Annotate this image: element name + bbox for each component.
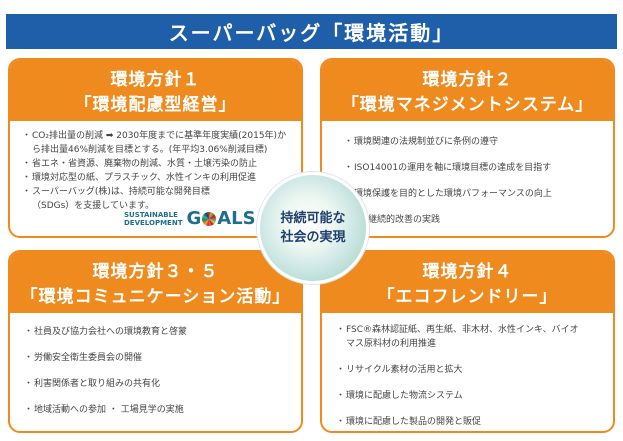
policy-card-header: 環境方針１ 「環境配慮型経営」	[10, 60, 301, 121]
policy-item: 継続的改善の実践	[346, 213, 599, 227]
policy-item: CO₂排出量の削減 ➡ 2030年度までに基準年度実績(2015年)から排出量4…	[22, 129, 287, 157]
policy-card-2: 環境方針２ 「環境マネジメントシステム」 環境関連の法規制並びに条例の遵守 IS…	[320, 58, 615, 238]
policy-name: 「エコフレンドリー」	[377, 287, 558, 307]
policy-item: 社員及び協力会社への環境教育と啓蒙	[24, 325, 287, 339]
policy-item: ISO14001の運用を軸に環境目標の達成を目指す	[344, 161, 599, 175]
policy-item: 労働安全衛生委員会の開催	[24, 351, 287, 365]
policy-body: CO₂排出量の削減 ➡ 2030年度までに基準年度実績(2015年)から排出量4…	[10, 121, 301, 229]
sdgs-logo-line1: SUSTAINABLE	[124, 211, 178, 219]
policy-card-header: 環境方針４ 「エコフレンドリー」	[322, 252, 613, 313]
policy-body: 社員及び協力会社への環境教育と啓蒙 労働安全衛生委員会の開催 利害関係者と取り組…	[10, 313, 301, 417]
sdgs-goals-wordmark: G ALS	[186, 208, 256, 229]
circle-text-line1: 持続可能な	[280, 211, 346, 226]
policy-item: 環境対応型の紙、プラスチック、水性インキの利用促進	[22, 171, 287, 185]
sdgs-wheel-icon	[202, 212, 217, 226]
sustainable-society-circle: 持続可能な 社会の実現	[257, 172, 369, 284]
policy-number: 環境方針２	[422, 70, 513, 90]
policy-name: 「環境マネジメントシステム」	[341, 95, 594, 115]
policy-item: FSC®森林認証紙、再生紙、非木材、水性インキ、バイオマス原料材の利用推進	[336, 323, 599, 351]
policy-item: 省エネ・省資源、廃棄物の削減、水質・土壌汚染の防止	[22, 157, 287, 171]
policy-number: 環境方針１	[110, 70, 201, 90]
policy-item-list: 環境関連の法規制並びに条例の遵守 ISO14001の運用を軸に環境目標の達成を目…	[344, 135, 599, 227]
policy-card-1: 環境方針１ 「環境配慮型経営」 CO₂排出量の削減 ➡ 2030年度までに基準年…	[8, 58, 303, 238]
policy-name: 「環境コミュニケーション活動」	[20, 287, 291, 307]
policy-item: 環境に配慮した物流システム	[336, 389, 599, 403]
policy-number: 環境方針４	[422, 262, 513, 282]
sdgs-logo: SUSTAINABLE DEVELOPMENT G ALS	[124, 208, 287, 229]
policy-card-4: 環境方針４ 「エコフレンドリー」 FSC®森林認証紙、再生紙、非木材、水性インキ…	[320, 250, 615, 433]
policy-item-list: CO₂排出量の削減 ➡ 2030年度までに基準年度実績(2015年)から排出量4…	[22, 129, 287, 213]
policy-item: リサイクル素材の活用と拡大	[336, 363, 599, 377]
policy-card-header: 環境方針２ 「環境マネジメントシステム」	[322, 60, 613, 121]
policy-body: FSC®森林認証紙、再生紙、非木材、水性インキ、バイオマス原料材の利用推進 リサ…	[322, 313, 613, 429]
sdgs-goals-rest: ALS	[217, 208, 256, 229]
circle-text-line2: 社会の実現	[280, 230, 346, 245]
policy-card-3-5: 環境方針３・５ 「環境コミュニケーション活動」 社員及び協力会社への環境教育と啓…	[8, 250, 303, 433]
policy-item-list: 社員及び協力会社への環境教育と啓蒙 労働安全衛生委員会の開催 利害関係者と取り組…	[24, 325, 287, 417]
policy-item: 環境に配慮した製品の開発と販促	[336, 415, 599, 429]
policy-item: スーパーバッグ(株)は、持続可能な開発目標（SDGs）を支援しています。	[22, 185, 287, 213]
policy-item-list: FSC®森林認証紙、再生紙、非木材、水性インキ、バイオマス原料材の利用推進 リサ…	[336, 323, 599, 429]
sdgs-logo-line2: DEVELOPMENT	[124, 219, 183, 227]
policy-item: 利害関係者と取り組みの共有化	[24, 377, 287, 391]
sdgs-goals-g: G	[186, 208, 202, 229]
policy-item: 環境保護を目的とした環境パフォーマンスの向上	[344, 187, 599, 201]
policy-name: 「環境配慮型経営」	[74, 95, 237, 115]
page-title: スーパーバッグ「環境活動」	[6, 14, 617, 49]
policy-card-header: 環境方針３・５ 「環境コミュニケーション活動」	[10, 252, 301, 313]
policy-number: 環境方針３・５	[92, 262, 219, 282]
policy-item: 地域活動への参加 ・ 工場見学の実施	[24, 403, 287, 417]
policy-item: 環境関連の法規制並びに条例の遵守	[344, 135, 599, 149]
